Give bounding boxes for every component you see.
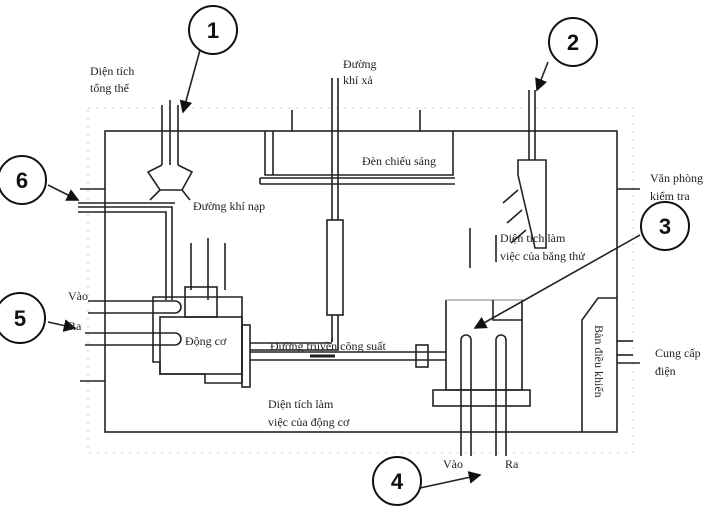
callout-3: 3	[640, 201, 690, 251]
callout-number: 4	[391, 469, 404, 494]
power-supply-label: Cung cấp	[655, 346, 701, 360]
callout-arrows	[47, 49, 641, 489]
callout-number: 5	[14, 306, 26, 331]
callout-1: 1	[188, 5, 238, 55]
intake-duct	[78, 202, 226, 300]
power-supply-label: điện	[655, 364, 676, 378]
total-area-label: Diện tích	[90, 64, 134, 78]
dynamometer	[432, 299, 531, 456]
outer-dotted-boundary	[87, 107, 634, 454]
office-label: Văn phòng	[650, 171, 703, 185]
engine	[85, 286, 251, 388]
air-conditioner	[502, 90, 547, 249]
engine-area-label: Diện tích làm	[268, 397, 334, 411]
callout-2: 2	[548, 17, 598, 67]
engine-coolant-out-label: Ra	[68, 319, 82, 333]
exhaust-label: Đường	[343, 57, 377, 71]
engine-coolant-in-label: Vào	[68, 289, 88, 303]
intake-label: Đường khí nạp	[193, 199, 265, 213]
power-shaft	[250, 344, 446, 368]
callout-number: 6	[16, 168, 28, 193]
dyno-in-label: Vào	[443, 457, 463, 471]
callout-5: 5	[0, 292, 46, 344]
callout-number: 2	[567, 30, 579, 55]
office-label: kiểm tra	[650, 189, 690, 203]
power-line-label: Đường truyền công suất	[270, 339, 386, 353]
control-desk	[581, 297, 633, 432]
total-area-label: tổng thể	[90, 81, 130, 95]
callout-4: 4	[372, 456, 422, 506]
lighting-label: Đèn chiếu sáng	[362, 154, 436, 168]
callout-number: 3	[659, 214, 671, 239]
engine-area-label: việc của động cơ	[268, 415, 350, 429]
test-room-wall	[104, 130, 618, 433]
wall-ticks	[80, 110, 640, 382]
engine-label: Động cơ	[185, 334, 227, 348]
bench-area-label: việc của băng thử	[500, 249, 585, 263]
lighting-fixture	[259, 131, 455, 185]
exhaust-duct	[250, 78, 344, 351]
exhaust-label: khí xả	[343, 73, 373, 87]
callout-number: 1	[207, 18, 219, 43]
ventilation-fan	[146, 100, 194, 201]
dyno-out-label: Ra	[505, 457, 519, 471]
control-desk-label: Bàn điều khiển	[592, 325, 606, 398]
callout-6: 6	[0, 155, 47, 205]
bench-area-label: Diện tích làm	[500, 231, 566, 245]
